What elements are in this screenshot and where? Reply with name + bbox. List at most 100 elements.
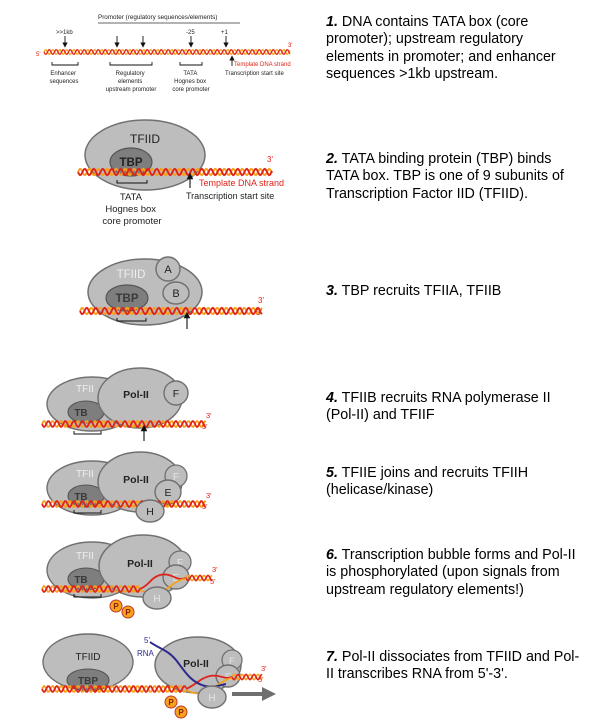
- template-strand: [41, 499, 207, 509]
- phospho-group-4: P: [174, 705, 188, 719]
- phospho-group-2: P: [121, 605, 135, 619]
- tfiid-label: TFIID: [130, 132, 160, 146]
- step-5-caption: 5. TFIIE joins and recruits TFIIH (helic…: [326, 465, 581, 500]
- tfiih-shape-6: [142, 586, 172, 610]
- transcription-bubble-strand-top: [139, 573, 187, 590]
- promoter-header-label: Promoter (regulatory sequences/elements): [98, 14, 217, 21]
- step-description: TATA binding protein (TBP) binds TATA bo…: [326, 151, 564, 202]
- elongation-direction-arrow: [232, 687, 276, 701]
- tbp-shape-3: [105, 284, 149, 312]
- step2-illustration: TFIID TBP 3' Template DNA strand Transcr…: [77, 119, 284, 227]
- pol2-label-6: Pol-II: [127, 558, 153, 570]
- step1-dna-helix: [43, 48, 291, 56]
- step4-illustration: TFII TB Pol-II F 3' 5': [41, 367, 212, 441]
- step-description: Pol-II dissociates from TFIID and Pol-II…: [326, 649, 580, 683]
- step1-five-prime: 5': [36, 52, 40, 58]
- step-3-caption: 3. TBP recruits TFIIA, TFIIB: [326, 283, 581, 300]
- coding-strand: [43, 48, 291, 56]
- tfiif-label-6: F: [177, 558, 183, 569]
- step-description: TBP recruits TFIIA, TFIIB: [341, 283, 502, 299]
- tata-big-label: TATA Hognes box core promoter: [102, 192, 161, 227]
- tss-big-label: Transcription start site: [186, 191, 274, 201]
- tfiia-shape: [155, 256, 181, 282]
- tfiif-label-7: F: [229, 656, 235, 667]
- step-2-caption: 2. TATA binding protein (TBP) binds TATA…: [326, 151, 581, 203]
- template-strand: [41, 584, 141, 594]
- step3-illustration: TFIID A TBP B 3' 5': [79, 256, 264, 329]
- step-number: 3.: [326, 283, 338, 299]
- step-number: 5.: [326, 465, 338, 481]
- step3-five-prime: 5': [256, 308, 262, 317]
- step2-dna-helix: [77, 167, 273, 177]
- step1-brackets: [51, 62, 203, 66]
- tbp-short-label-5: TB: [74, 492, 87, 503]
- template-strand: [41, 684, 187, 694]
- coding-strand: [41, 584, 141, 594]
- gt1kb-label: >>1kb: [56, 30, 73, 36]
- template-strand-small-label: Template DNA strand: [234, 62, 291, 68]
- tfiif-label: F: [173, 388, 179, 400]
- step-number: 1.: [326, 14, 338, 30]
- step6-tata-bracket: [73, 594, 102, 598]
- step5-illustration: TFII TB Pol-II F E H 3' 5': [41, 451, 212, 523]
- step7-illustration: TFIID TBP Pol-II F E 5' RNA H 3' 5' P P: [41, 633, 276, 719]
- step-number: 7.: [326, 649, 338, 665]
- pol2-label-7: Pol-II: [183, 658, 209, 670]
- tfiif-label-5: F: [173, 472, 179, 483]
- template-strand-big-label: Template DNA strand: [199, 178, 284, 188]
- step7-three-prime: 3': [261, 664, 267, 673]
- tfiih-shape-7: [197, 685, 227, 709]
- step6-five-prime: 5': [210, 577, 216, 586]
- template-strand: [41, 419, 207, 429]
- tbp-short-label-4: TB: [74, 408, 87, 419]
- step4-three-prime: 3': [206, 411, 212, 420]
- svg-text:P: P: [178, 708, 184, 717]
- regulatory-elements-label: Regulatory elements upstream promoter: [106, 71, 157, 93]
- template-strand: [185, 574, 213, 582]
- step6-illustration: TFII TB Pol-II F E H 3' 5' P P: [41, 534, 218, 619]
- step-description: TFIIB recruits RNA polymerase II (Pol-II…: [326, 390, 551, 424]
- template-strand: [231, 673, 263, 681]
- tbp-short-label-6: TB: [74, 575, 87, 586]
- step-6-caption: 6. Transcription bubble forms and Pol-II…: [326, 547, 581, 599]
- template-strand: [79, 306, 263, 316]
- step7-bubble-strand-top: [185, 674, 233, 690]
- step2-three-prime: 3': [267, 155, 273, 164]
- step1-three-prime: 3': [288, 43, 292, 49]
- tfiid-label-7: TFIID: [76, 652, 101, 663]
- tfiie-shape-5: [154, 479, 182, 505]
- svg-text:P: P: [168, 698, 174, 707]
- step-7-caption: 7. Pol-II dissociates from TFIID and Pol…: [326, 649, 581, 684]
- tss-small-label: Transcription start site: [225, 71, 284, 77]
- step1-illustration: Promoter (regulatory sequences/elements)…: [36, 14, 292, 93]
- tfiid-short-label-4: TFII: [76, 384, 94, 395]
- step-description: TFIIE joins and recruits TFIIH (helicase…: [326, 465, 529, 499]
- pol2-label-5: Pol-II: [123, 474, 149, 486]
- tfiih-label-5: H: [146, 506, 154, 518]
- tfiih-shape-5: [135, 499, 165, 523]
- step6-dna-helix: [41, 574, 213, 594]
- step4-dna-helix: [41, 419, 207, 429]
- coding-strand: [79, 306, 263, 316]
- plus1-label: +1: [221, 30, 229, 36]
- tbp-label: TBP: [120, 157, 143, 169]
- minus25-label: -25: [186, 30, 195, 36]
- step5-five-prime: 5': [202, 502, 208, 511]
- svg-text:P: P: [125, 608, 131, 617]
- step3-three-prime: 3': [258, 296, 264, 305]
- step4-tata-bracket: [73, 431, 102, 435]
- tfiib-shape: [162, 281, 190, 305]
- phospho-group-3: P: [164, 695, 178, 709]
- step-number: 6.: [326, 547, 338, 563]
- step-4-caption: 4. TFIIB recruits RNA polymerase II (Pol…: [326, 390, 581, 425]
- pol2-label-4: Pol-II: [123, 389, 149, 401]
- tfiih-label-6: H: [153, 594, 160, 605]
- step4-five-prime: 5': [202, 422, 208, 431]
- phospho-group-1: P: [109, 599, 123, 613]
- step1-position-arrows: [62, 36, 235, 66]
- tfiia-label: A: [164, 264, 172, 276]
- tfiid-short-label-5: TFII: [76, 469, 94, 480]
- rna-five-prime: 5': [144, 636, 150, 645]
- step6-three-prime: 3': [212, 565, 218, 574]
